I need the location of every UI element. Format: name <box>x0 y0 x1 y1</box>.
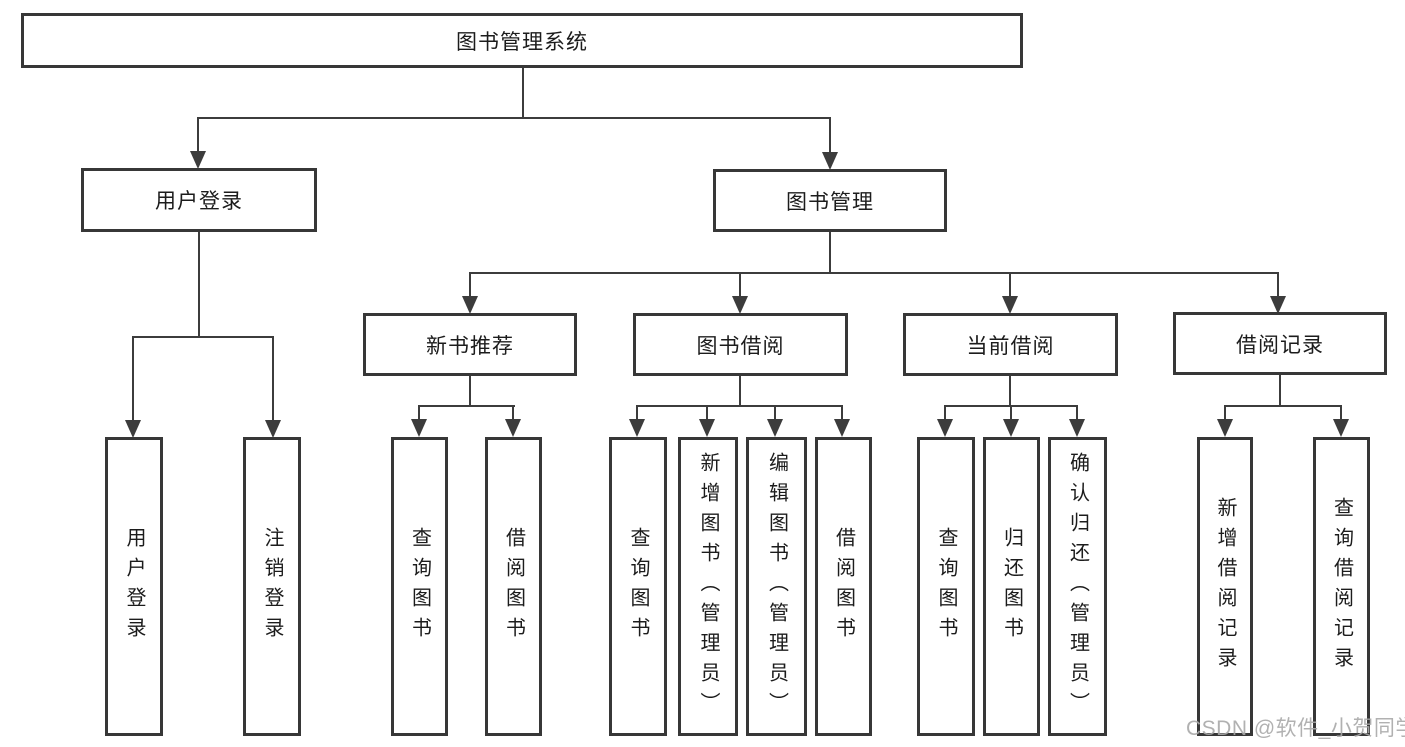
connector-line <box>1009 376 1011 407</box>
leaf-borrow-books-recommend: 借阅图书 <box>485 437 542 736</box>
leaf-edit-book-admin: 编辑图书（管理员） <box>746 437 807 736</box>
arrow-down-icon <box>462 296 478 314</box>
leaf-label: 新增图书（管理员） <box>697 451 719 722</box>
leaf-return-book: 归还图书 <box>983 437 1040 736</box>
connector-line <box>944 405 946 421</box>
leaf-add-book-admin: 新增图书（管理员） <box>678 437 738 736</box>
node-book-management: 图书管理 <box>713 169 947 232</box>
arrow-down-icon <box>411 419 427 437</box>
leaf-logout: 注销登录 <box>243 437 301 736</box>
connector-line <box>469 272 1279 274</box>
leaf-confirm-return-admin: 确认归还（管理员） <box>1048 437 1107 736</box>
leaf-label: 借阅图书 <box>502 526 525 647</box>
node-label: 当前借阅 <box>966 334 1055 358</box>
arrow-down-icon <box>767 419 783 437</box>
arrow-down-icon <box>1069 419 1085 437</box>
connector-line <box>418 405 420 421</box>
node-label: 图书借阅 <box>696 334 785 358</box>
leaf-user-login: 用户登录 <box>105 437 163 736</box>
node-borrowing-records: 借阅记录 <box>1173 312 1387 375</box>
arrow-down-icon <box>834 419 850 437</box>
connector-line <box>272 336 274 421</box>
leaf-label: 编辑图书（管理员） <box>765 451 788 722</box>
leaf-query-borrow-record: 查询借阅记录 <box>1313 437 1370 736</box>
connector-line <box>512 405 514 421</box>
connector-line <box>829 232 831 274</box>
leaf-borrow-books-borrow: 借阅图书 <box>815 437 872 736</box>
connector-line <box>1224 405 1226 421</box>
arrow-down-icon <box>1003 419 1019 437</box>
connector-line <box>739 376 741 407</box>
connector-line <box>1010 405 1012 421</box>
leaf-label: 查询图书 <box>408 526 431 647</box>
connector-line <box>829 117 831 153</box>
node-library-system: 图书管理系统 <box>21 13 1023 68</box>
leaf-query-books-borrow: 查询图书 <box>609 437 667 736</box>
connector-line <box>774 405 776 421</box>
arrow-down-icon <box>190 151 206 169</box>
node-label: 用户登录 <box>155 190 243 213</box>
connector-line <box>739 272 741 297</box>
node-label: 新书推荐 <box>426 334 514 358</box>
connector-line <box>197 117 831 119</box>
leaf-query-books-current: 查询图书 <box>917 437 975 736</box>
connector-line <box>197 117 199 153</box>
leaf-label: 查询图书 <box>627 526 649 647</box>
node-current-borrowing: 当前借阅 <box>903 313 1118 376</box>
leaf-label: 查询借阅记录 <box>1330 496 1353 677</box>
leaf-label: 注销登录 <box>261 526 283 647</box>
node-label: 图书管理 <box>786 190 874 214</box>
leaf-label: 新增借阅记录 <box>1214 496 1236 677</box>
connector-line <box>522 68 524 118</box>
csdn-watermark: CSDN @软件_小贺同学 <box>1186 717 1405 740</box>
arrow-down-icon <box>629 419 645 437</box>
leaf-add-borrow-record: 新增借阅记录 <box>1197 437 1253 736</box>
connector-line <box>636 405 843 407</box>
arrow-down-icon <box>1002 296 1018 314</box>
connector-line <box>1224 405 1342 407</box>
connector-line <box>841 405 843 421</box>
arrow-down-icon <box>732 296 748 314</box>
arrow-down-icon <box>505 419 521 437</box>
leaf-label: 借阅图书 <box>832 526 855 647</box>
connector-line <box>132 336 274 338</box>
arrow-down-icon <box>699 419 715 437</box>
connector-line <box>1277 272 1279 297</box>
leaf-query-books-recommend: 查询图书 <box>391 437 448 736</box>
arrow-down-icon <box>1270 296 1286 314</box>
leaf-label: 归还图书 <box>1000 526 1023 647</box>
arrow-down-icon <box>937 419 953 437</box>
arrow-down-icon <box>822 152 838 170</box>
node-label: 图书管理系统 <box>456 30 588 54</box>
arrow-down-icon <box>1217 419 1233 437</box>
connector-line <box>418 405 515 407</box>
connector-line <box>469 272 471 297</box>
leaf-label: 确认归还（管理员） <box>1066 451 1089 722</box>
node-new-book-recommendation: 新书推荐 <box>363 313 577 376</box>
connector-line <box>1076 405 1078 421</box>
arrow-down-icon <box>1333 419 1349 437</box>
connector-line <box>706 405 708 421</box>
connector-line <box>636 405 638 421</box>
node-book-borrowing: 图书借阅 <box>633 313 848 376</box>
node-user-login: 用户登录 <box>81 168 317 232</box>
connector-line <box>1279 375 1281 407</box>
connector-line <box>1340 405 1342 421</box>
connector-line <box>198 232 200 338</box>
connector-line <box>1009 272 1011 297</box>
node-label: 借阅记录 <box>1236 333 1324 357</box>
connector-line <box>132 336 134 421</box>
leaf-label: 查询图书 <box>935 526 957 647</box>
arrow-down-icon <box>265 420 281 438</box>
arrow-down-icon <box>125 420 141 438</box>
leaf-label: 用户登录 <box>123 526 145 647</box>
connector-line <box>469 376 471 407</box>
